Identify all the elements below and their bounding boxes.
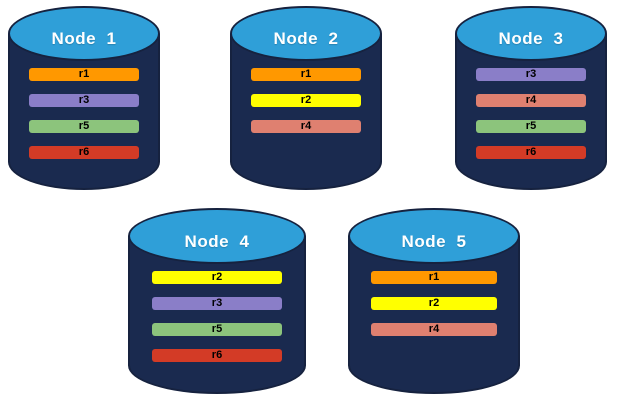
shard-list: r1 r2 r4 bbox=[348, 271, 520, 336]
cylinder-top-ellipse bbox=[348, 208, 520, 264]
shard-bar[interactable]: r3 bbox=[29, 94, 139, 107]
shard-bar[interactable]: r1 bbox=[29, 68, 139, 81]
shard-bar[interactable]: r1 bbox=[251, 68, 361, 81]
cylinder-body bbox=[455, 34, 607, 190]
shard-list: r3 r4 r5 r6 bbox=[455, 68, 607, 159]
node-label: Node 1 bbox=[51, 29, 117, 48]
shard-bar[interactable]: r6 bbox=[152, 349, 282, 362]
cylinder-top-ellipse bbox=[8, 6, 160, 61]
node-5[interactable]: Node 5 r1 r2 r4 bbox=[348, 208, 520, 394]
shard-bar[interactable]: r1 bbox=[371, 271, 497, 284]
node-label: Node 2 bbox=[273, 29, 339, 48]
shard-bar[interactable]: r3 bbox=[476, 68, 586, 81]
node-1[interactable]: Node 1 r1 r3 r5 r6 bbox=[8, 6, 160, 190]
node-3[interactable]: Node 3 r3 r4 r5 r6 bbox=[455, 6, 607, 190]
shard-list: r1 r2 r4 bbox=[230, 68, 382, 133]
shard-bar[interactable]: r5 bbox=[29, 120, 139, 133]
cylinder-top-ellipse bbox=[230, 6, 382, 61]
shard-bar[interactable]: r5 bbox=[476, 120, 586, 133]
shard-bar[interactable]: r2 bbox=[152, 271, 282, 284]
shard-bar[interactable]: r2 bbox=[371, 297, 497, 310]
node-2[interactable]: Node 2 r1 r2 r4 bbox=[230, 6, 382, 190]
shard-list: r2 r3 r5 r6 bbox=[128, 271, 306, 362]
node-label: Node 4 bbox=[184, 232, 250, 251]
node-4[interactable]: Node 4 r2 r3 r5 r6 bbox=[128, 208, 306, 394]
cylinder-top-ellipse bbox=[128, 208, 306, 264]
shard-bar[interactable]: r4 bbox=[371, 323, 497, 336]
shard-bar[interactable]: r2 bbox=[251, 94, 361, 107]
node-label: Node 5 bbox=[401, 232, 467, 251]
shard-bar[interactable]: r3 bbox=[152, 297, 282, 310]
shard-bar[interactable]: r5 bbox=[152, 323, 282, 336]
cylinder-top-ellipse bbox=[455, 6, 607, 61]
shard-bar[interactable]: r6 bbox=[29, 146, 139, 159]
shard-list: r1 r3 r5 r6 bbox=[8, 68, 160, 159]
node-label: Node 3 bbox=[498, 29, 564, 48]
shard-bar[interactable]: r6 bbox=[476, 146, 586, 159]
shard-bar[interactable]: r4 bbox=[251, 120, 361, 133]
shard-bar[interactable]: r4 bbox=[476, 94, 586, 107]
